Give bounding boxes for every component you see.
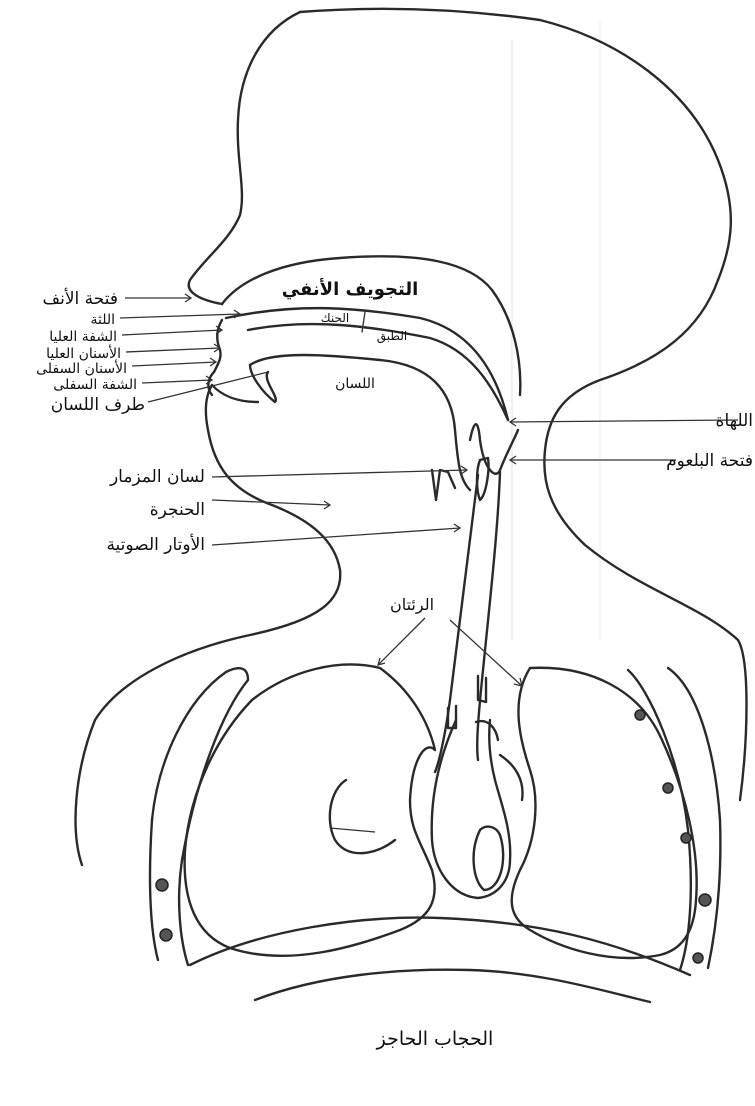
labels: فتحة الأنف اللثة الشفة العليا الأسنان ال…: [36, 278, 753, 1050]
label-pharynx-opening: فتحة البلعوم: [666, 451, 753, 471]
label-nasal-opening: فتحة الأنف: [43, 288, 119, 309]
label-epiglottis: لسان المزمار: [109, 467, 205, 487]
label-vocal-cords: الأوتار الصوتية: [106, 534, 205, 555]
label-tongue: اللسان: [335, 376, 375, 392]
label-hard-palate: الحنك: [321, 311, 349, 325]
label-nasal-cavity: التجويف الأنفي: [282, 278, 419, 300]
pharynx-trachea: [435, 424, 518, 772]
label-lungs: الرئتان: [390, 595, 434, 615]
lungs: [185, 665, 697, 958]
label-lower-lip: الشفة السفلى: [53, 377, 137, 393]
label-upper-lip: الشفة العليا: [49, 329, 117, 345]
ribs: [150, 668, 720, 970]
label-upper-teeth: الأسنان العليا: [46, 344, 121, 362]
label-larynx: الحنجرة: [150, 500, 205, 520]
label-diaphragm: الحجاب الحاجز: [376, 1028, 494, 1050]
label-lower-teeth: الأسنان السفلى: [36, 359, 127, 377]
label-uvula: اللهاة: [716, 411, 753, 431]
label-gum: اللثة: [90, 312, 115, 328]
diaphragm: [190, 918, 690, 1002]
label-tongue-tip: طرف اللسان: [51, 395, 145, 415]
label-soft-palate: الطبق: [377, 329, 407, 344]
